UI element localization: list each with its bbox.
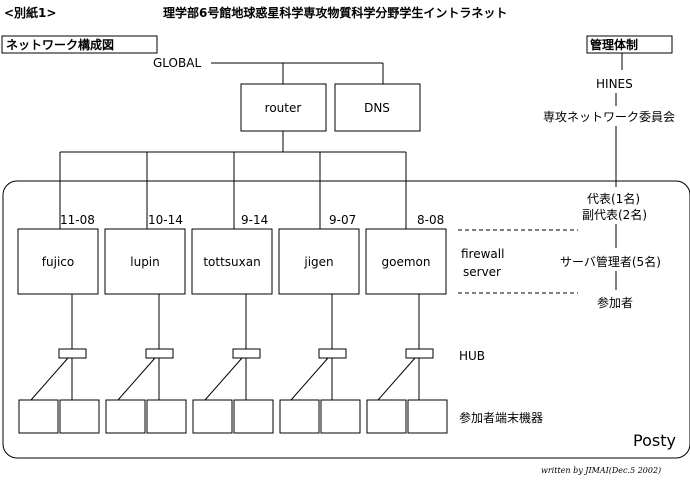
server-name: fujico [42,255,74,269]
server-column: 11-08 fujico [17,152,100,434]
server-box [17,228,99,295]
server-label: server [463,265,501,279]
server-admins-label: サーバ管理者(5名) [560,254,661,269]
server-box [278,228,360,295]
page-title: 理学部6号館地球惑星科学専攻物質科学分野学生イントラネット [163,5,507,20]
terminal-box [279,399,320,434]
posty-group-boundary [2,180,690,459]
terminal-box [407,399,448,434]
server-column: 10-14 lupin [104,152,187,434]
dns-label: DNS [364,101,390,115]
server-name: goemon [382,255,431,269]
server-room-label: 11-08 [60,213,95,227]
management-label: 管理体制 [590,37,638,52]
hub-terminal-link [204,357,243,401]
server-room-label: 9-07 [329,213,356,227]
server-box [104,228,186,295]
terminal-box [366,399,407,434]
server-column: 8-08 goemon [365,152,448,434]
hub-icon [232,348,261,359]
terminal-box [146,399,187,434]
server-box [191,228,273,295]
firewall-label: firewall [461,247,504,261]
hub-icon [145,348,174,359]
participants-label: 参加者 [597,295,633,310]
hub-icon [58,348,87,359]
global-label: GLOBAL [153,56,201,70]
terminal-box [320,399,361,434]
hines-label: HINES [596,77,633,91]
server-name: lupin [130,255,160,269]
group-label: Posty [633,431,676,450]
server-name: jigen [303,255,333,269]
hub-icon [318,348,347,359]
server-box [365,228,447,295]
terminals-label: 参加者端末機器 [459,410,543,425]
management-label-box [586,35,673,54]
credit-label: written by JIMAI(Dec.5 2002) [541,466,661,475]
hub-terminal-link [30,357,69,401]
dns-box [334,83,421,132]
hub-terminal-link [377,357,416,401]
network-diagram-label: ネットワーク構成図 [6,37,114,52]
hub-icon [405,348,434,359]
server-room-label: 9-14 [241,213,268,227]
network-diagram-label-box [1,35,158,54]
terminal-box [18,399,59,434]
hub-terminal-link [117,357,156,401]
server-name: tottsuxan [203,255,260,269]
vice-representative-label: 副代表(2名) [582,207,647,222]
representative-label: 代表(1名) [587,191,640,206]
hub-terminal-link [290,357,329,401]
attachment-label: <別紙1> [4,5,56,20]
server-room-label: 8-08 [417,213,444,227]
router-box [240,83,327,132]
terminal-box [59,399,100,434]
committee-label: 専攻ネットワーク委員会 [543,110,675,124]
terminal-box [192,399,233,434]
server-room-label: 10-14 [148,213,183,227]
terminal-box [105,399,146,434]
hub-label: HUB [459,349,485,363]
server-column: 9-14 tottsuxan [191,152,274,434]
router-label: router [265,101,302,115]
terminal-box [233,399,274,434]
server-column: 9-07 jigen [278,152,361,434]
